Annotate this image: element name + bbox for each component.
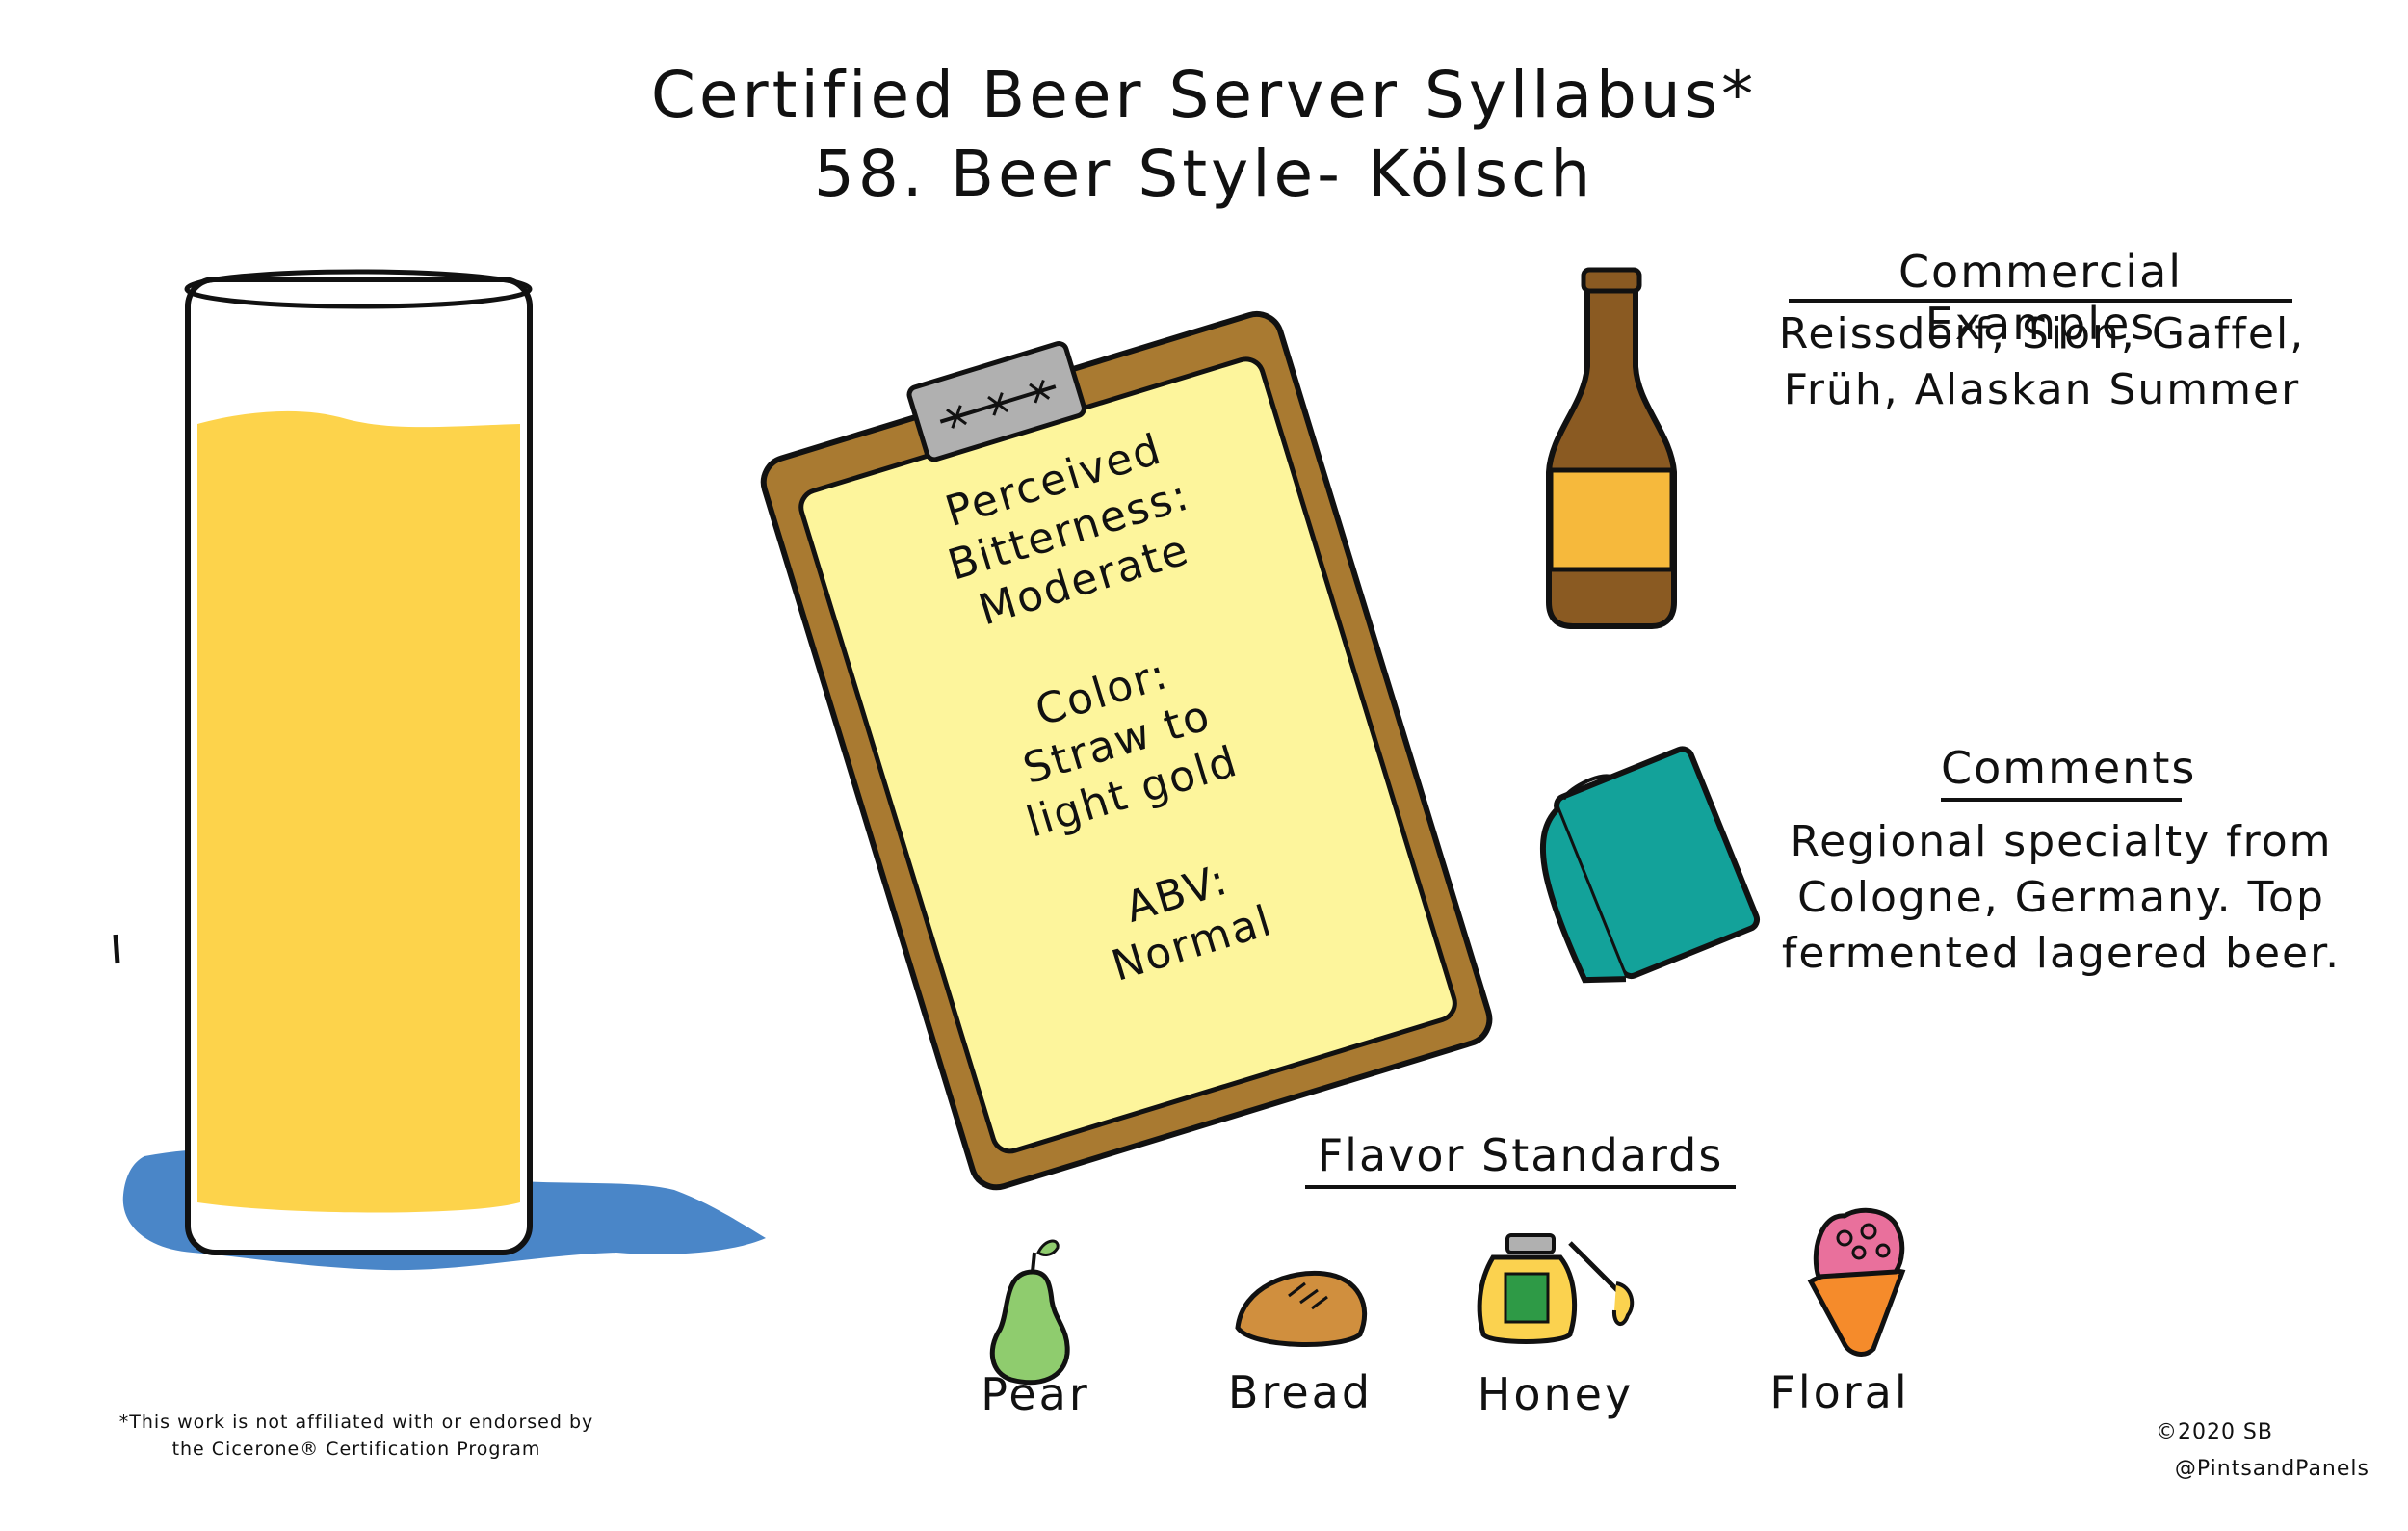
disclaimer-line-1: *This work is not affiliated with or end… (118, 1412, 594, 1433)
beer-bottle-icon (1546, 267, 1677, 629)
flower-bouquet-icon (1807, 1207, 1906, 1357)
flavor-label-bread: Bread (1227, 1366, 1374, 1418)
glass-rim (184, 269, 533, 309)
bread-icon (1235, 1270, 1368, 1347)
page-title: Certified Beer Server Syllabus* (650, 58, 1758, 132)
disclaimer: *This work is not affiliated with or end… (92, 1409, 621, 1463)
comments-line-3: fermented lagered beer. (1781, 929, 2342, 978)
examples-line-2: Früh, Alaskan Summer (1783, 365, 2301, 414)
flavor-label-honey: Honey (1477, 1368, 1635, 1420)
book-icon (1540, 746, 1761, 984)
comments-heading: Comments (1941, 742, 2197, 794)
copyright: ©2020 SB (2155, 1420, 2273, 1444)
comments-line-1: Regional specialty from (1790, 817, 2333, 866)
flavor-label-pear: Pear (981, 1368, 1090, 1420)
honey-jar-icon (1477, 1233, 1635, 1344)
disclaimer-line-2: the Cicerone® Certification Program (171, 1439, 541, 1460)
comments-line-2: Cologne, Germany. Top (1797, 873, 2325, 922)
flavor-heading: Flavor Standards (1317, 1129, 1724, 1181)
beer-liquid (197, 410, 520, 1213)
comments-text: Regional specialty from Cologne, Germany… (1763, 814, 2360, 982)
examples-heading: Commercial Examples (1898, 246, 2184, 350)
page-subtitle: 58. Beer Style- Kölsch (813, 137, 1595, 211)
examples-line-1: Reissdorf, Sion, Gaffel, (1778, 309, 2306, 358)
credit: ©2020 SB @PintsandPanels (2119, 1414, 2369, 1488)
examples-text: Reissdorf, Sion, Gaffel, Früh, Alaskan S… (1753, 306, 2331, 418)
pear-icon (989, 1239, 1070, 1386)
artist-handle: @PintsandPanels (2174, 1457, 2369, 1481)
clipboard (760, 310, 1493, 1191)
glass-mark (113, 934, 120, 964)
flavor-label-floral: Floral (1769, 1366, 1910, 1418)
